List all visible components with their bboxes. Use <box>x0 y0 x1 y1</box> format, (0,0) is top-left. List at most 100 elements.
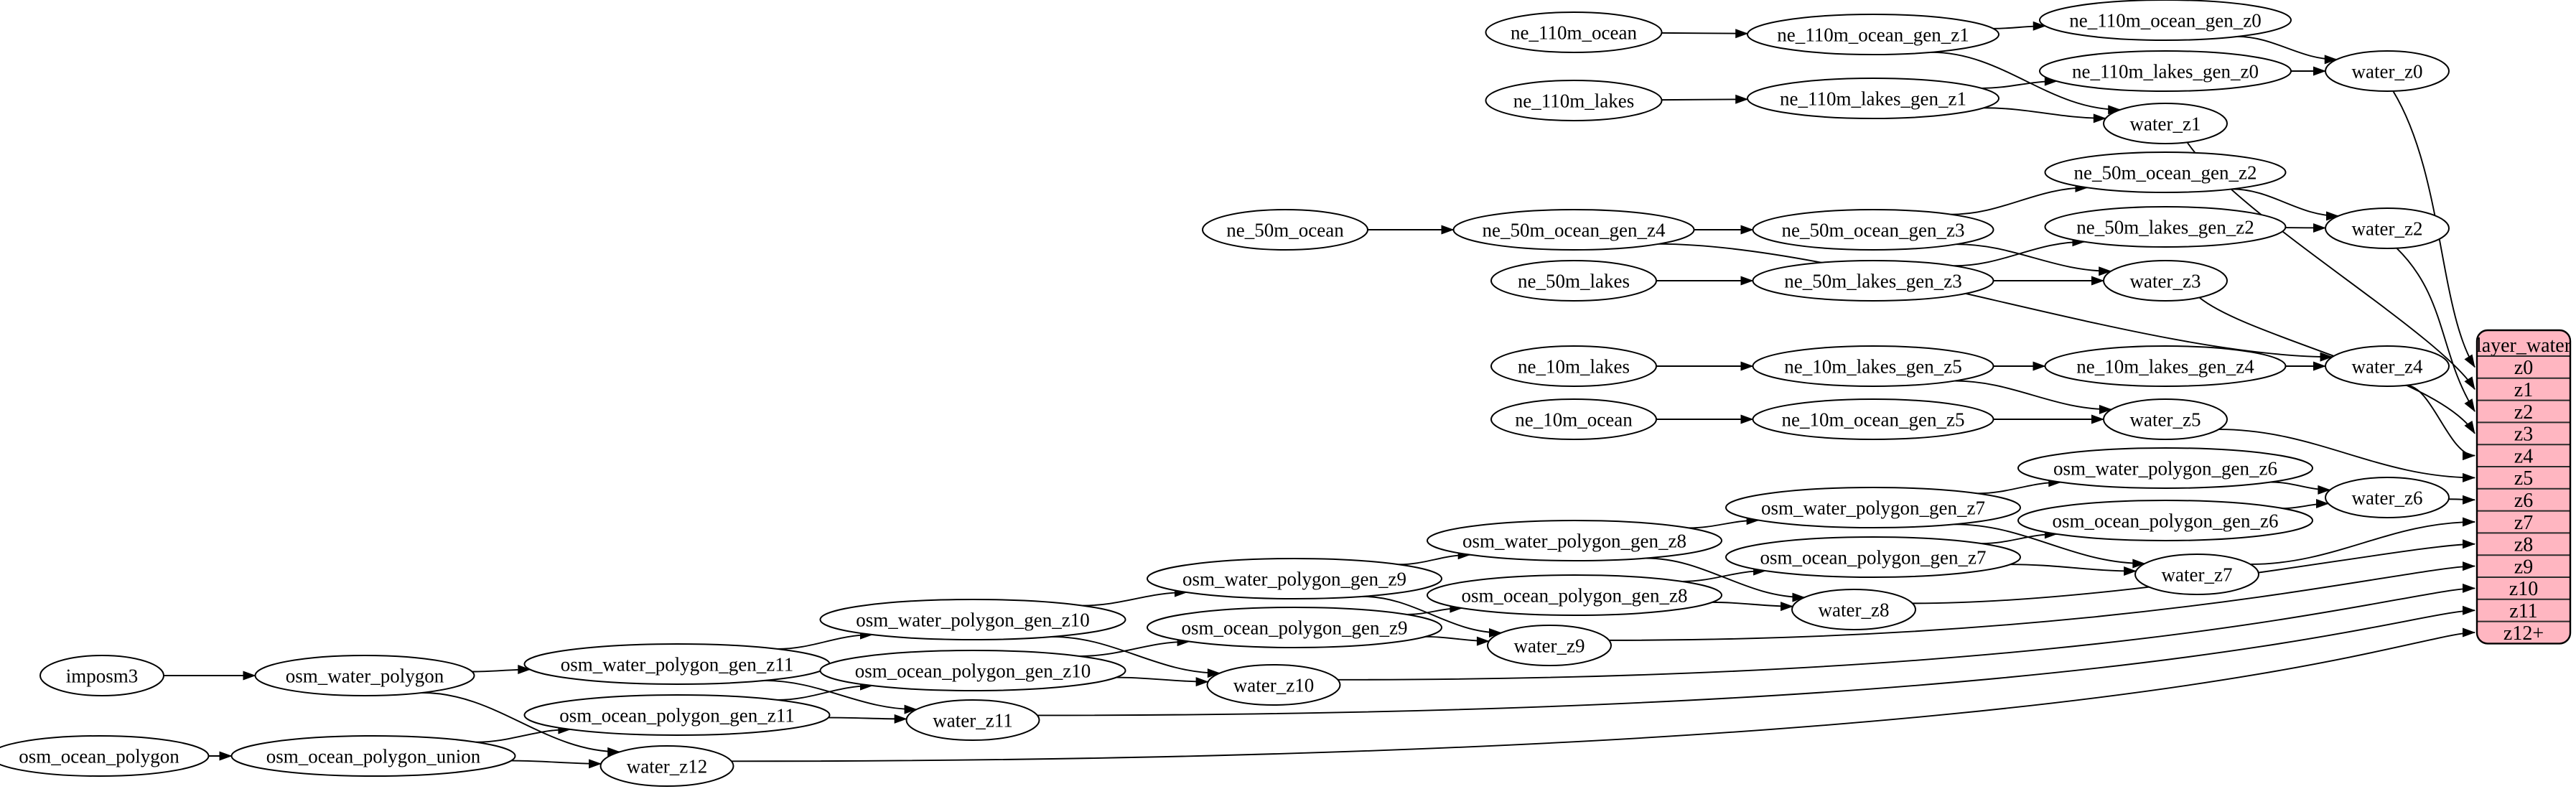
node-ne_50m_ocean_gen_z3: ne_50m_ocean_gen_z3 <box>1752 209 1994 251</box>
node-ellipse <box>1791 589 1916 630</box>
node-label: ne_110m_ocean_gen_z1 <box>1777 24 1969 45</box>
edge-ne_110m_lakes-ne_110m_lakes_gen_z1 <box>1661 94 1749 104</box>
node-ne_50m_ocean_gen_z2: ne_50m_ocean_gen_z2 <box>2044 151 2287 193</box>
edge-water_z4-z4 <box>2406 384 2475 461</box>
edge-osm_ocean_polygon_gen_z6-water_z6 <box>2282 498 2330 510</box>
node-ellipse <box>2017 500 2313 541</box>
edge-osm_ocean_polygon_gen_z8-osm_ocean_polygon_gen_z7 <box>1681 566 1767 582</box>
layer-water-row-z8: z8 <box>2514 534 2533 556</box>
node-ellipse <box>2017 447 2313 489</box>
node-ne_110m_lakes_gen_z0: ne_110m_lakes_gen_z0 <box>2039 50 2292 92</box>
node-ellipse <box>599 745 734 787</box>
node-label: ne_50m_ocean_gen_z3 <box>1782 219 1965 241</box>
node-ellipse <box>39 655 164 696</box>
node-label: ne_50m_lakes_gen_z2 <box>2076 216 2254 238</box>
node-ellipse <box>2134 554 2259 595</box>
edge-osm_ocean_polygon_gen_z7-osm_ocean_polygon_gen_z6 <box>1982 529 2058 545</box>
edge-osm_water_polygon-water_z12 <box>421 691 621 757</box>
node-ellipse <box>254 655 475 696</box>
node-ellipse <box>2325 477 2450 518</box>
node-water_z12: water_z12 <box>599 745 734 787</box>
node-water_z5: water_z5 <box>2103 398 2228 440</box>
layer-water-row-z4: z4 <box>2514 445 2533 467</box>
edge-ne_50m_lakes_gen_z3-ne_50m_lakes_gen_z2 <box>1954 237 2086 267</box>
node-ne_10m_lakes_gen_z4: ne_10m_lakes_gen_z4 <box>2044 345 2287 387</box>
node-osm_water_polygon_gen_z9: osm_water_polygon_gen_z9 <box>1147 558 1442 599</box>
node-label: water_z12 <box>627 755 707 777</box>
edge-ne_110m_ocean-ne_110m_ocean_gen_z1 <box>1661 29 1749 39</box>
node-ellipse <box>1752 398 1994 440</box>
node-ne_110m_lakes: ne_110m_lakes <box>1485 80 1663 121</box>
node-ellipse <box>230 735 516 777</box>
node-ellipse <box>2044 151 2287 193</box>
edge-osm_water_polygon_gen_z8-osm_water_polygon_gen_z7 <box>1689 515 1760 529</box>
layer-water-table-background <box>2477 330 2570 644</box>
node-ellipse <box>1752 209 1994 251</box>
node-ellipse <box>1487 625 1612 666</box>
edge-osm_ocean_polygon_gen_z11-water_z11 <box>828 714 907 724</box>
node-label: osm_ocean_polygon_gen_z10 <box>855 660 1091 681</box>
node-ellipse <box>523 694 831 736</box>
edge-ne_110m_ocean_gen_z1-ne_110m_ocean_gen_z0 <box>1993 21 2046 31</box>
edge-osm_water_polygon_gen_z7-osm_water_polygon_gen_z6 <box>1977 477 2062 495</box>
node-label: water_z8 <box>1819 599 1890 620</box>
node-ellipse <box>1427 520 1722 561</box>
edge-osm_water_polygon_gen_z8-water_z8 <box>1646 557 1806 602</box>
node-label: osm_water_polygon_gen_z10 <box>856 609 1089 630</box>
layer-water-table-border <box>2475 329 2572 645</box>
node-ne_10m_ocean: ne_10m_ocean <box>1490 398 1657 440</box>
layer-water-row-z10: z10 <box>2509 578 2538 600</box>
layer-water-title: layer_water <box>2476 335 2572 357</box>
node-ellipse <box>2044 206 2287 248</box>
node-ellipse <box>2103 103 2228 144</box>
node-label: osm_ocean_polygon_gen_z8 <box>1462 584 1688 606</box>
node-ellipse <box>2039 50 2292 92</box>
node-osm_ocean_polygon_union: osm_ocean_polygon_union <box>230 735 516 777</box>
node-osm_ocean_polygon_gen_z6: osm_ocean_polygon_gen_z6 <box>2017 500 2313 541</box>
node-label: ne_50m_ocean <box>1226 219 1344 241</box>
node-ellipse <box>2044 345 2287 387</box>
node-osm_water_polygon_gen_z6: osm_water_polygon_gen_z6 <box>2017 447 2313 489</box>
node-label: ne_50m_ocean_gen_z4 <box>1483 219 1666 241</box>
edge-osm_ocean_polygon_gen_z7-water_z7 <box>2010 564 2137 576</box>
node-label: osm_ocean_polygon_gen_z9 <box>1182 617 1408 638</box>
edge-ne_110m_ocean_gen_z0-water_z0 <box>2236 36 2338 65</box>
node-imposm3: imposm3 <box>39 655 164 696</box>
node-label: ne_110m_lakes_gen_z0 <box>2072 60 2259 82</box>
node-label: ne_10m_ocean_gen_z5 <box>1782 408 1965 430</box>
node-label: water_z5 <box>2130 408 2201 430</box>
node-label: ne_10m_lakes_gen_z4 <box>2076 355 2254 377</box>
node-osm_water_polygon_gen_z7: osm_water_polygon_gen_z7 <box>1725 487 2021 528</box>
node-label: osm_ocean_polygon_union <box>266 745 481 767</box>
layer-water-row-z5: z5 <box>2514 467 2533 490</box>
node-ellipse <box>1427 574 1722 616</box>
node-label: ne_110m_ocean <box>1511 22 1637 43</box>
edge-ne_50m_ocean_gen_z3-ne_50m_ocean_gen_z2 <box>1951 182 2089 215</box>
node-ne_10m_lakes_gen_z5: ne_10m_lakes_gen_z5 <box>1752 345 1994 387</box>
node-water_z6: water_z6 <box>2325 477 2450 518</box>
node-ellipse <box>905 699 1040 741</box>
edge-osm_water_polygon_gen_z10-osm_water_polygon_gen_z9 <box>1082 587 1187 607</box>
node-water_z2: water_z2 <box>2325 207 2450 249</box>
node-ellipse <box>2103 260 2228 302</box>
edge-osm_ocean_polygon_gen_z8-water_z8 <box>1712 601 1794 612</box>
node-ellipse <box>1490 345 1657 387</box>
node-label: osm_water_polygon_gen_z8 <box>1462 530 1686 551</box>
node-ellipse <box>1747 78 1999 119</box>
node-label: osm_ocean_polygon_gen_z7 <box>1760 546 1987 568</box>
edge-water_z6-z6 <box>2448 495 2475 505</box>
edge-osm_ocean_polygon_union-osm_ocean_polygon_gen_z11 <box>476 724 571 743</box>
layer-water-row-z9: z9 <box>2514 556 2533 578</box>
node-water_z4: water_z4 <box>2325 345 2450 387</box>
node-label: imposm3 <box>66 665 139 686</box>
layer-water-row-z1: z1 <box>2514 379 2533 401</box>
edge-osm_water_polygon_gen_z7-water_z7 <box>1954 523 2146 569</box>
node-ellipse <box>0 735 210 777</box>
edge-ne_110m_lakes_gen_z1-ne_110m_lakes_gen_z0 <box>1982 76 2058 89</box>
node-label: water_z7 <box>2162 564 2233 585</box>
edge-osm_ocean_polygon_gen_z11-osm_ocean_polygon_gen_z10 <box>777 681 874 701</box>
node-ne_110m_ocean_gen_z0: ne_110m_ocean_gen_z0 <box>2039 0 2292 41</box>
node-water_z9: water_z9 <box>1487 625 1612 666</box>
node-label: ne_10m_lakes <box>1518 355 1630 377</box>
